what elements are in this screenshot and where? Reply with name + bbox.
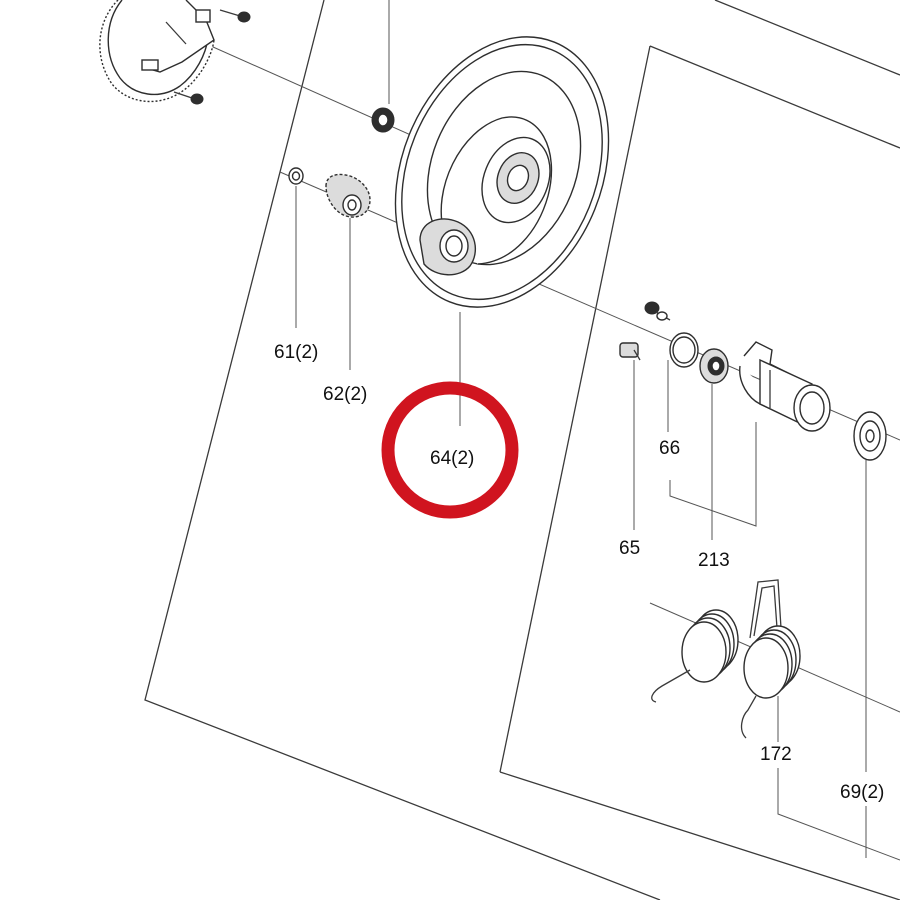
callout-62[interactable]: 62(2) — [323, 384, 367, 405]
top-right-frame — [714, 0, 900, 76]
drum-disc-64 — [394, 36, 610, 308]
ring-gear — [99, 0, 215, 103]
pinion-gear-62 — [325, 173, 371, 218]
o-ring-61 — [288, 167, 304, 185]
callout-66[interactable]: 66 — [659, 438, 680, 459]
callout-213[interactable]: 213 — [698, 550, 730, 571]
screw-upper — [644, 301, 671, 321]
torsion-springs-172 — [651, 579, 801, 739]
right-panel-frame-bottom — [499, 771, 900, 900]
gear-screw-top — [219, 9, 251, 23]
panel-frames — [144, 0, 900, 900]
right-panel-frame — [649, 45, 900, 149]
callout-69[interactable]: 69(2) — [840, 782, 884, 803]
highlight-circle — [381, 381, 519, 519]
callout-65[interactable]: 65 — [619, 538, 640, 559]
shaft-housing — [739, 341, 831, 432]
left-panel-frame — [144, 0, 661, 900]
washer-top — [371, 0, 395, 133]
leader-172-base — [777, 768, 900, 861]
gear-screw-bottom — [173, 91, 204, 105]
callout-64[interactable]: 64(2) — [430, 448, 474, 469]
spring-left-coils — [681, 609, 739, 683]
screw-65 — [619, 342, 641, 361]
leader-lines — [295, 186, 900, 861]
leader-213 — [669, 422, 757, 527]
spring-right-coils — [743, 625, 801, 699]
washer-69 — [853, 411, 887, 461]
bearing — [699, 348, 729, 384]
clip-ring-66 — [669, 332, 699, 368]
callout-labels: 61(2) 62(2) 64(2) 66 65 213 172 69(2) — [274, 342, 884, 803]
right-panel-frame-left-edge — [499, 45, 651, 773]
callout-172[interactable]: 172 — [760, 744, 792, 765]
callout-61[interactable]: 61(2) — [274, 342, 318, 363]
